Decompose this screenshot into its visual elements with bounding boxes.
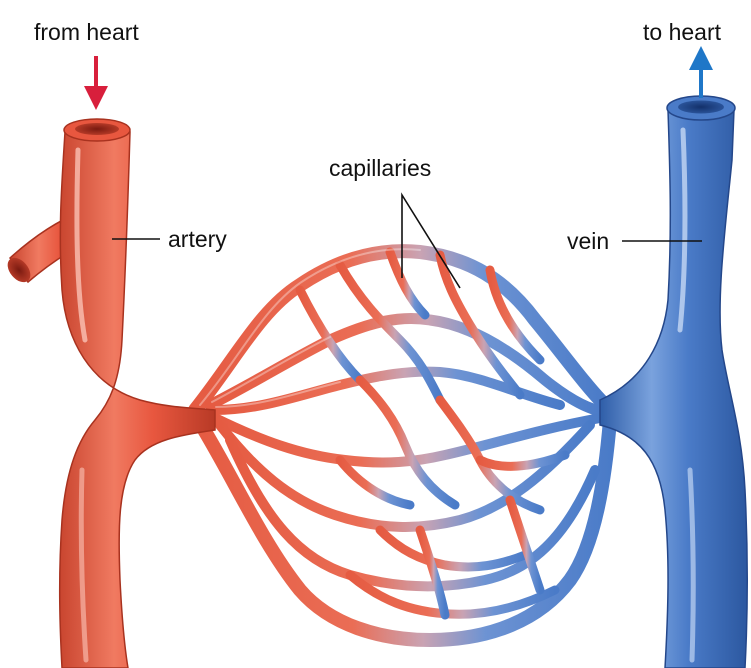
capillary-vessel [380,530,525,567]
to-heart-label: to heart [643,19,722,45]
artery-label: artery [168,226,227,252]
capillary-vessel [390,252,425,315]
capillaries-label: capillaries [329,155,431,181]
capillaries-leader-line [402,195,460,288]
vein-trunk [600,110,747,668]
vein-vessel [600,96,747,668]
capillary-bed [195,249,610,640]
capillary-vessel [510,500,540,590]
vein-label: vein [567,228,609,254]
artery-vessel [3,119,215,668]
to-heart-arrow-icon [689,46,713,98]
capillary-vessel [420,530,445,615]
from-heart-arrow-icon [84,56,108,110]
from-heart-label: from heart [34,19,139,45]
